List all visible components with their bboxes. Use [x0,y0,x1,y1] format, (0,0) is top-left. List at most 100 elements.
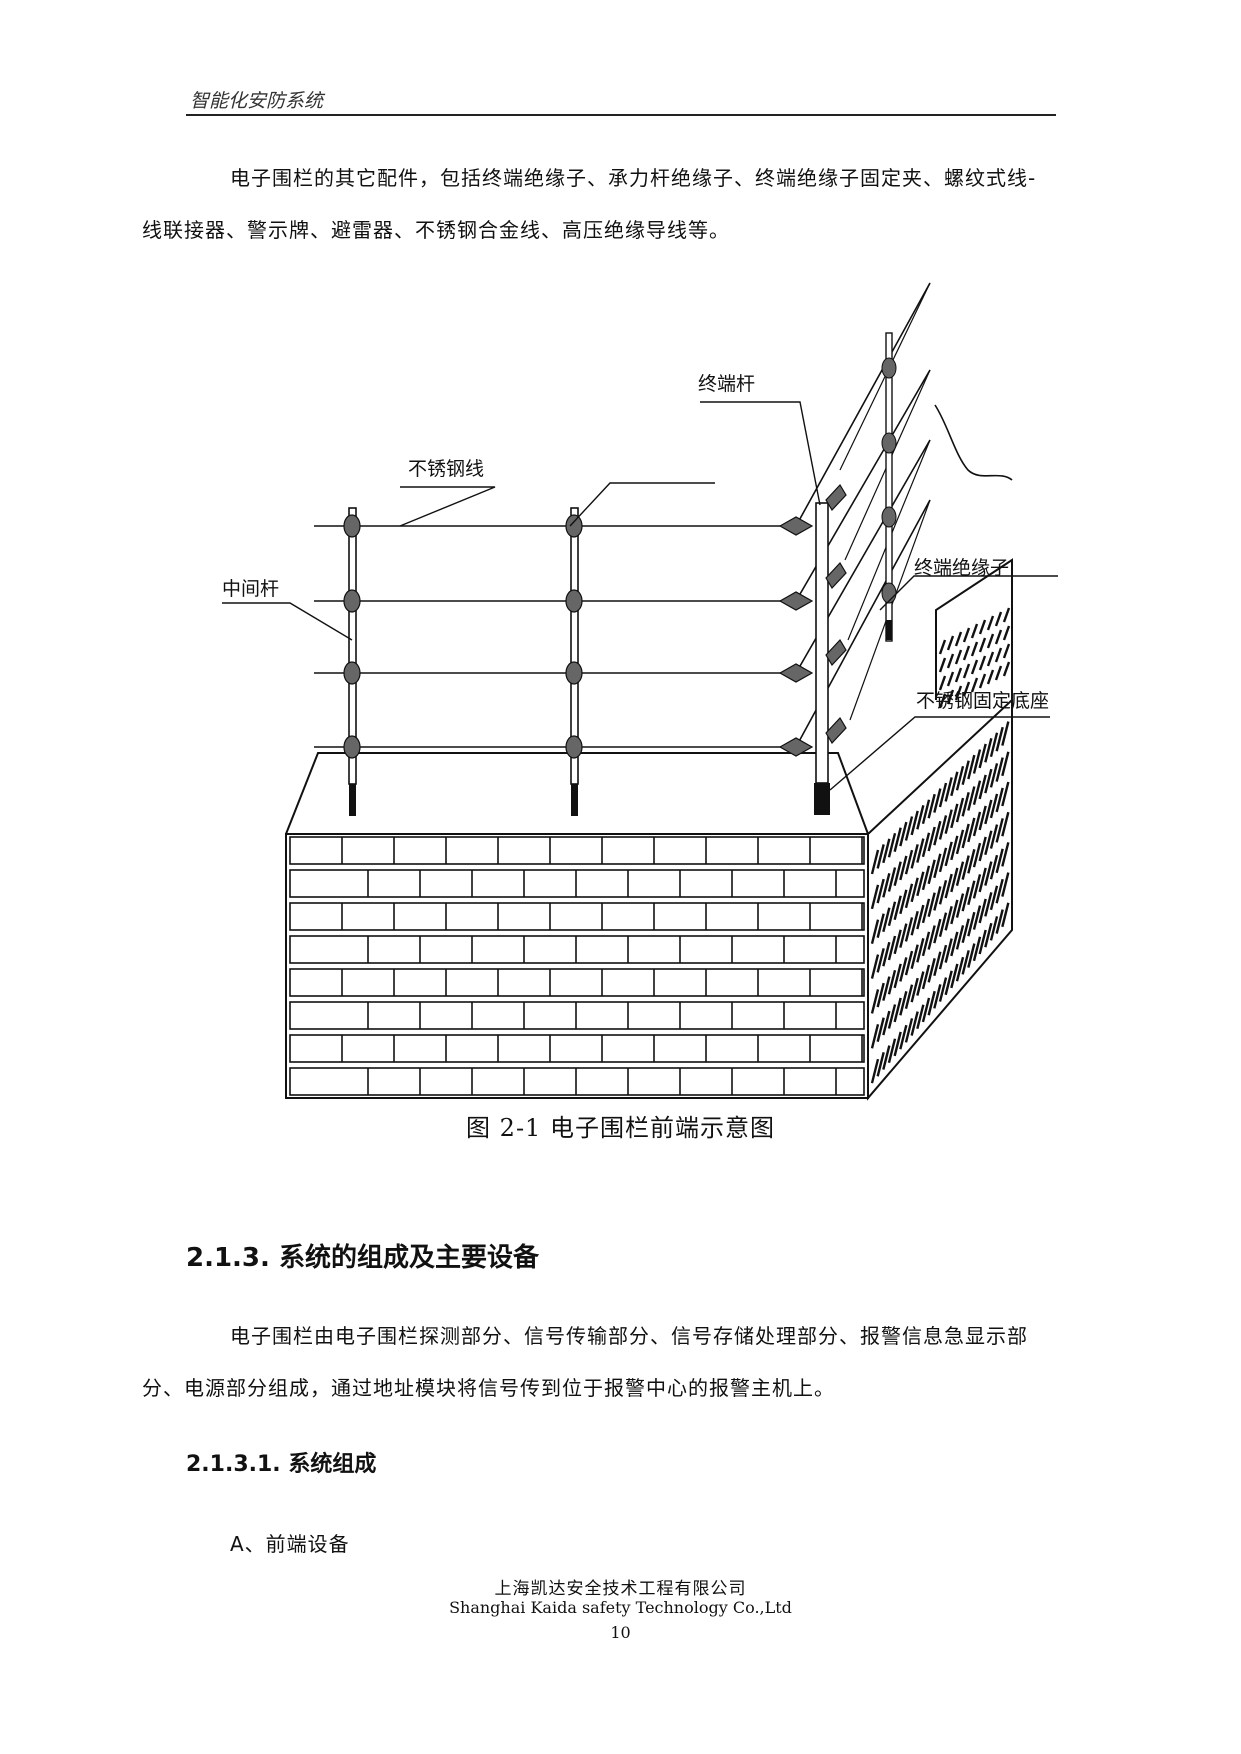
wall-side-face [867,697,1013,1101]
side-brick-mark [904,849,914,875]
side-brick-mark [870,989,880,1014]
back-brick-mark [986,615,995,631]
back-brick-mark [946,671,955,687]
side-brick-mark [876,948,885,973]
side-brick-mark [876,982,885,1008]
back-brick-mark [1002,625,1011,641]
side-brick-mark [950,899,959,925]
back-brick-mark [970,677,979,693]
side-brick-mark [899,991,908,1016]
section-line-1: 电子围栏由电子围栏探测部分、信号传输部分、信号存储处理部分、报警信息急显示部 [230,1324,1028,1348]
side-brick-mark [916,838,925,863]
side-brick-mark [904,984,914,1010]
header-rule [186,114,1056,116]
side-brick-mark [938,912,948,938]
side-brick-mark [927,826,936,852]
side-brick-mark [887,935,897,961]
side-brick-mark [967,880,976,906]
side-brick-mark [887,969,897,995]
label-terminal-insulator: 终端绝缘子 [914,557,1009,579]
side-brick-mark [950,867,959,893]
brick-row [289,869,865,898]
side-brick-mark [921,799,931,825]
side-brick-mark [899,889,908,915]
side-brick-mark [967,786,976,811]
side-brick-mark [955,956,965,982]
side-brick-mark [893,929,902,955]
side-brick-mark [995,909,1004,934]
side-brick-mark [910,844,919,869]
back-brick-mark [954,649,963,665]
side-brick-mark [984,738,993,763]
side-brick-mark [933,984,942,1009]
back-brick-mark [954,685,963,701]
side-brick-mark [967,943,976,968]
footer-company-en: Shanghai Kaida safety Technology Co.,Ltd [449,1598,792,1617]
side-brick-mark [995,848,1004,874]
side-brick-mark [938,782,948,808]
side-brick-mark [995,818,1004,843]
side-brick-mark [916,805,925,830]
brick-row [289,968,865,997]
side-brick-mark [870,849,880,875]
side-brick-mark [893,895,902,921]
side-brick-mark [870,884,880,910]
side-brick-mark [995,787,1004,813]
side-brick-mark [910,1011,919,1036]
side-bricks [870,721,1010,1084]
side-brick-mark [921,931,931,957]
side-brick-mark [904,883,914,909]
section-line-2: 分、电源部分组成，通过地址模块将信号传到位于报警中心的报警主机上。 [142,1376,835,1400]
side-brick-mark [876,878,885,904]
side-brick-mark [882,976,891,1001]
back-brick-mark [938,693,947,709]
back-brick-mark [970,641,979,657]
side-brick-mark [876,1052,885,1077]
side-brick-mark [989,793,999,819]
side-brick-mark [955,925,965,950]
side-brick-mark [887,832,897,858]
side-brick-mark [933,820,942,846]
side-brick-mark [950,931,959,957]
side-brick-mark [1001,902,1010,928]
side-brick-mark [944,873,953,899]
side-brick-mark [967,911,976,937]
back-brick-mark [962,645,971,661]
label-middle-pole: 中间杆 [222,578,279,600]
side-brick-mark [893,1031,902,1057]
side-brick-mark [904,950,914,976]
side-brick-mark [972,874,982,899]
back-brick-mark [994,665,1003,681]
label-leaders [222,401,1058,791]
wall-front-face [285,833,869,1099]
back-brick-mark [986,633,995,649]
side-brick-mark [938,815,948,840]
side-brick-mark [893,963,902,989]
side-brick-mark [882,838,891,864]
side-brick-mark [989,916,999,941]
side-brick-mark [972,780,982,806]
back-brick-mark [946,689,955,705]
side-brick-mark [950,963,959,989]
side-brick-mark [989,824,999,849]
side-brick-mark [950,803,959,829]
side-brick-mark [933,918,942,944]
side-brick-mark [910,977,919,1003]
side-brick-mark [916,937,925,963]
side-brick-mark [995,726,1004,752]
side-brick-mark [1001,842,1010,867]
terminal-insulators [778,484,847,757]
side-brick-mark [882,1045,891,1070]
side-brick-mark [927,990,936,1016]
side-brick-mark [893,861,902,887]
back-brick-mark [978,655,987,671]
side-brick-mark [904,917,914,942]
side-brick-mark [910,877,919,903]
label-stainless-wire: 不锈钢线 [408,458,484,480]
side-brick-mark [899,821,908,847]
middle-pole-1 [348,507,357,816]
side-brick-mark [961,855,970,880]
side-brick-mark [899,855,908,881]
side-brick-mark [989,854,999,880]
side-brick-mark [955,829,965,855]
